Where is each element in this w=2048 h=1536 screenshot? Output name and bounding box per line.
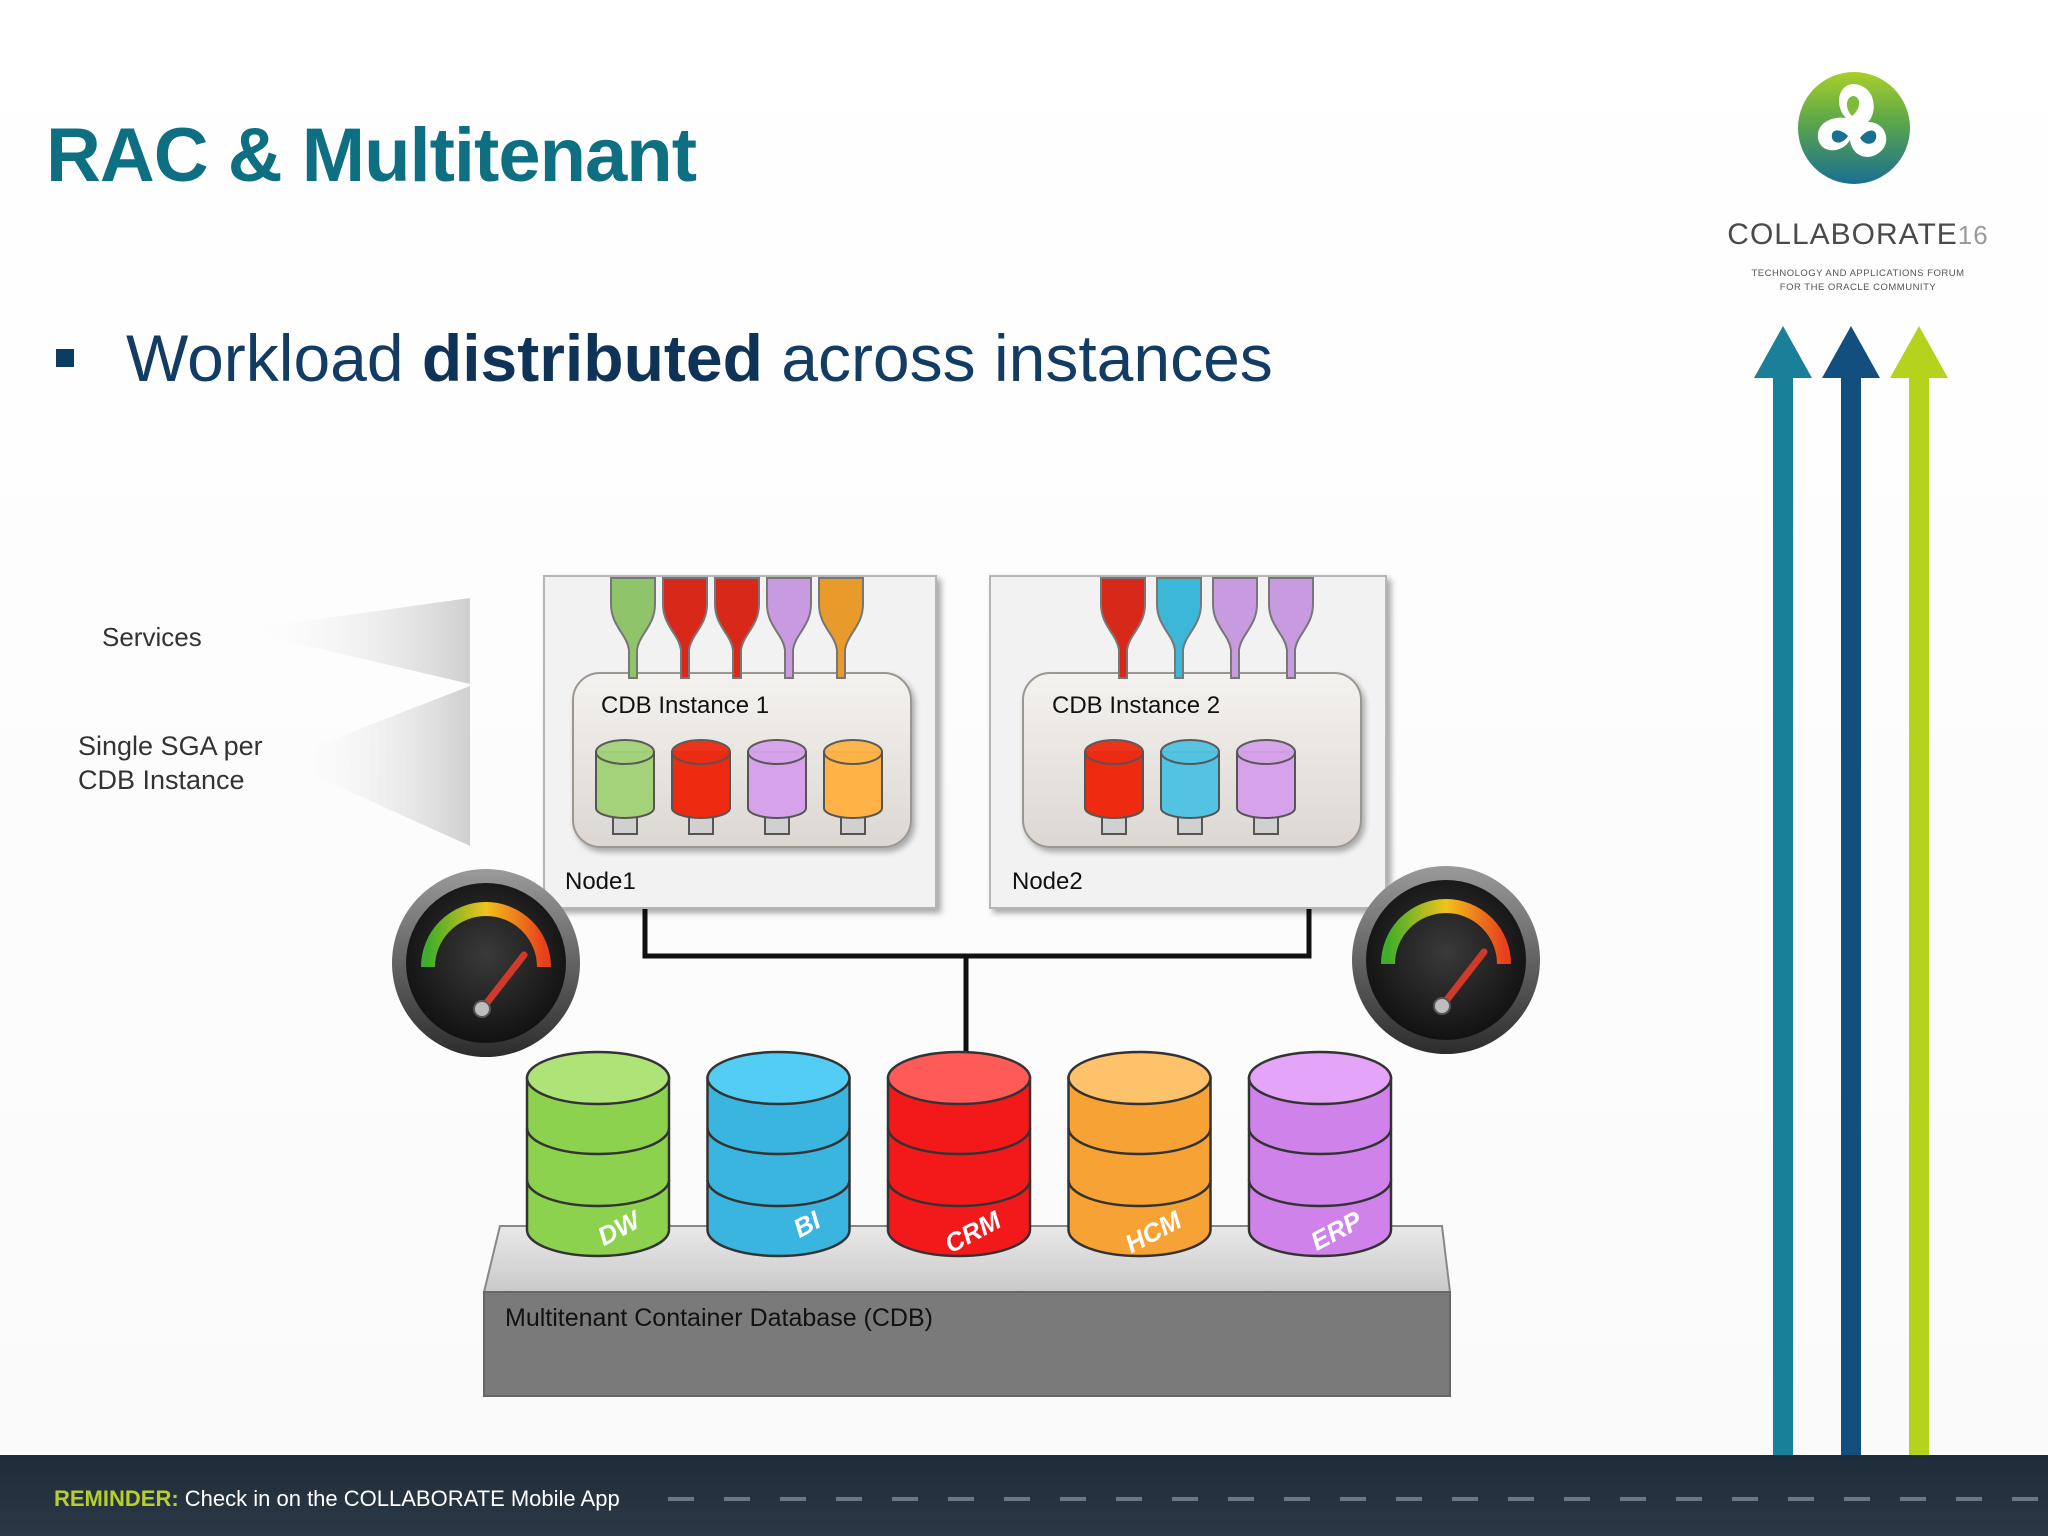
arrow-green (1890, 326, 1948, 1458)
sga-wedge (280, 686, 470, 846)
node-2-label: Node2 (1012, 868, 1083, 895)
service-funnel (1212, 577, 1258, 679)
legend-sga-line-2: CDB Instance (78, 765, 245, 795)
cdb-instance-1-label: CDB Instance 1 (601, 692, 770, 719)
arrow-navy (1822, 326, 1880, 1458)
logo-edition: 16 (1957, 220, 1989, 250)
cdb-instance-2-label: CDB Instance 2 (1052, 692, 1221, 719)
service-funnel (610, 577, 656, 679)
service-funnel (714, 577, 760, 679)
service-funnel (818, 577, 864, 679)
service-funnel (1100, 577, 1146, 679)
pdb-cylinder (823, 739, 883, 835)
arrow-teal (1754, 326, 1812, 1458)
cdb-label: Multitenant Container Database (CDB) (505, 1304, 933, 1332)
logo-tagline-1: TECHNOLOGY AND APPLICATIONS FORUM (1751, 268, 1965, 279)
collaborate-logo-mark (1798, 72, 1910, 184)
services-wedge (240, 598, 470, 684)
bullet-marker (56, 349, 74, 367)
bullet-emphasis: distributed (421, 321, 763, 395)
footer-dashes (668, 1497, 2038, 1501)
footer-reminder: REMINDER: Check in on the COLLABORATE Mo… (54, 1486, 620, 1512)
pdb-cylinder (595, 739, 655, 835)
service-funnel (1268, 577, 1314, 679)
pdb-database-hcm: HCM (1067, 1050, 1212, 1259)
pdb-database-erp: ERP (1247, 1050, 1393, 1258)
service-funnel (662, 577, 708, 679)
pdb-database-crm: CRM (886, 1050, 1032, 1259)
bullet-prefix: Workload (126, 321, 422, 395)
footer-reminder-key: REMINDER: (54, 1486, 179, 1511)
pdb-cylinder (1084, 739, 1144, 835)
pdb-database-dw: DW (525, 1050, 671, 1258)
footer-reminder-text: Check in on the COLLABORATE Mobile App (178, 1486, 620, 1511)
node-1-label: Node1 (565, 868, 636, 895)
pdb-cylinder (747, 739, 807, 835)
legend-sga-line-1: Single SGA per (78, 731, 263, 761)
legend-services: Services (102, 622, 202, 652)
footer-bar (0, 1455, 2048, 1536)
performance-gauge (1352, 866, 1540, 1054)
collaborate-logo: COLLABORATE16 TECHNOLOGY AND APPLICATION… (1688, 66, 2028, 316)
service-funnel (766, 577, 812, 679)
bullet-point: Workload distributed across instances (56, 318, 1273, 398)
logo-wordmark: COLLABORATE16 (1688, 218, 2028, 252)
interconnect-line (642, 906, 1312, 959)
pdb-database-bi: BI (706, 1050, 851, 1258)
decorative-arrows (1754, 326, 1948, 1458)
logo-tagline-2: FOR THE ORACLE COMMUNITY (1779, 282, 1937, 293)
pdb-cylinder (1236, 739, 1296, 835)
pdb-cylinder (1160, 739, 1220, 835)
slide-title: RAC & Multitenant (46, 113, 697, 198)
bullet-suffix: across instances (762, 321, 1273, 395)
logo-wordmark-text: COLLABORATE (1727, 218, 1958, 251)
service-funnel (1156, 577, 1202, 679)
bullet-text: Workload distributed across instances (126, 320, 1273, 396)
pdb-cylinder (671, 739, 731, 835)
performance-gauge (392, 869, 580, 1057)
